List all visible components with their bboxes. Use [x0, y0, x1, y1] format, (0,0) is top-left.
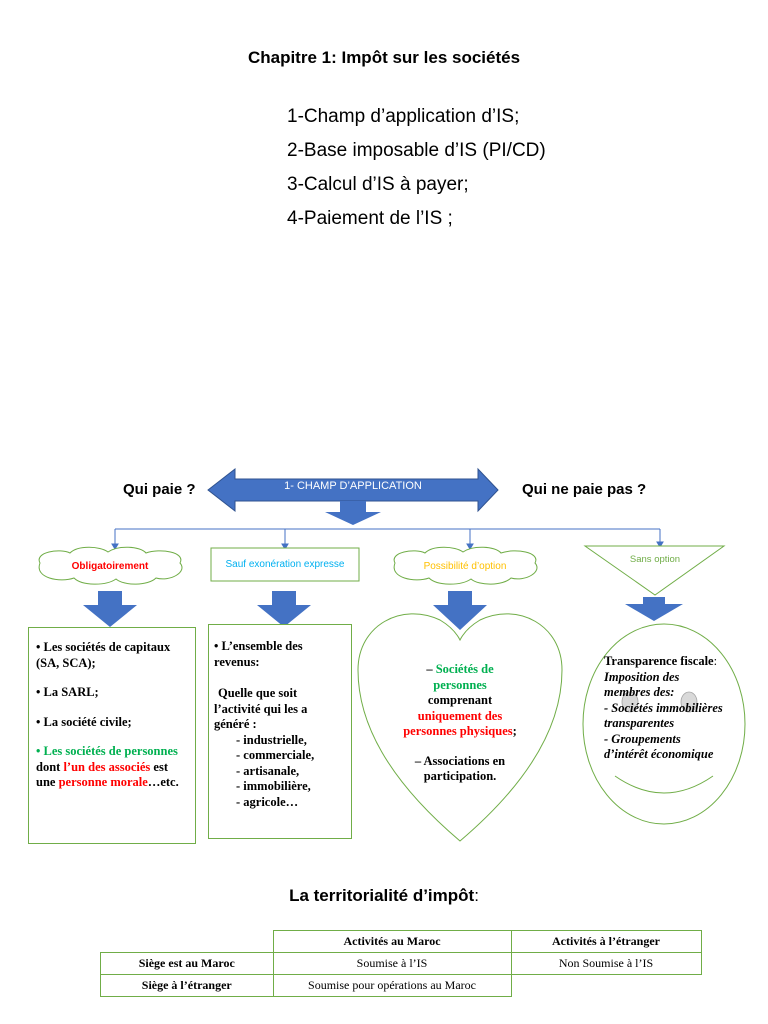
table-header: Activités à l’étranger	[510, 930, 702, 953]
sans-option-content: Transparence fiscale: Imposition des mem…	[604, 654, 724, 763]
exoneration-item: - industrielle,	[236, 732, 307, 747]
territoriality-table: Activités au Maroc Activités à l’étrange…	[100, 930, 702, 997]
table-row: Siège est au Maroc Soumise à l’IS Non So…	[100, 952, 702, 975]
category-option: Possibilité d’option	[423, 561, 507, 572]
option-physiques: uniquement des personnes physiques;	[400, 709, 520, 740]
center-arrow-label: 1- CHAMP D’APPLICATION	[284, 480, 422, 492]
territoriality-title-text: La territorialité d’impôt	[289, 886, 475, 905]
table-row-label: Siège est au Maroc	[100, 952, 274, 975]
table-corner	[101, 931, 274, 953]
table-cell: Soumise pour opérations au Maroc	[272, 974, 512, 997]
table-cell-empty	[511, 975, 701, 997]
cloud-shape-obligatoirement	[38, 546, 183, 585]
table-header-row: Activités au Maroc Activités à l’étrange…	[101, 930, 702, 953]
sans-option-sci: - Sociétés immobilières transparentes	[604, 700, 723, 731]
exoneration-item: - agricole…	[236, 794, 299, 809]
connector-lines	[111, 528, 664, 550]
text-red: uniquement des personnes physiques	[403, 708, 513, 739]
outline-item: 2-Base imposable d’IS (PI/CD)	[287, 140, 546, 161]
triangle-shape-sans-option	[583, 545, 726, 596]
sans-option-imposition: Imposition des membres des:	[604, 669, 680, 700]
down-arrow-2	[257, 591, 311, 627]
exoneration-list: - industrielle, - commerciale, - artisan…	[214, 733, 345, 811]
down-arrow-1	[83, 591, 137, 627]
obligatoire-item-personnes: • Les sociétés de personnes dont l’un de…	[36, 744, 189, 791]
right-question: Qui ne paie pas ?	[522, 481, 647, 498]
sans-option-gie: - Groupements d’intérêt économique	[604, 731, 714, 762]
text-end: …etc.	[147, 775, 179, 789]
option-item-societes: – Sociétés de personnes	[400, 662, 520, 693]
territoriality-colon: :	[474, 886, 479, 905]
text-transparence: Transparence fiscale	[604, 654, 714, 668]
smiley-circle-shape	[582, 623, 746, 825]
outline-item: 4-Paiement de l’IS ;	[287, 208, 453, 229]
colon: :	[713, 654, 718, 668]
chapter-outline: 1-Champ d’application d’IS; 2-Base impos…	[287, 100, 546, 236]
down-arrow-3	[433, 591, 487, 630]
table-row: Siège à l’étranger Soumise pour opératio…	[100, 974, 702, 997]
cloud-shape-option	[393, 546, 538, 585]
obligatoire-item-civile: • La société civile;	[36, 714, 132, 729]
down-arrow-4	[625, 597, 683, 621]
exoneration-intro: • L’ensemble des revenus:	[214, 639, 303, 669]
text-green: Les sociétés de personnes	[43, 744, 178, 758]
exoneration-item: - artisanale,	[236, 763, 300, 778]
text-green: Sociétés de personnes	[433, 662, 494, 692]
obligatoire-box: • Les sociétés de capitaux (SA, SCA); • …	[28, 627, 196, 844]
option-content: – Sociétés de personnes comprenant uniqu…	[400, 662, 520, 785]
text-red: l’un des associés	[63, 759, 151, 774]
double-arrow-shape	[207, 467, 499, 513]
exoneration-box: • L’ensemble des revenus: Quelle que soi…	[208, 624, 352, 839]
table-header: Activités au Maroc	[272, 930, 512, 953]
table-row-label: Siège à l’étranger	[100, 974, 274, 997]
option-comprenant: comprenant	[427, 693, 493, 707]
chapter-title: Chapitre 1: Impôt sur les sociétés	[247, 48, 521, 67]
exoneration-item: - immobilière,	[236, 779, 311, 793]
smiley-eye-left	[621, 691, 639, 713]
category-obligatoirement: Obligatoirement	[71, 561, 149, 572]
table-cell: Non Soumise à l’IS	[510, 952, 702, 975]
obligatoire-item-capitaux: • Les sociétés de capitaux (SA, SCA);	[36, 640, 171, 670]
exoneration-item: - commerciale,	[236, 748, 315, 762]
category-sans-option: Sans option	[629, 554, 681, 565]
obligatoire-item-sarl: • La SARL;	[36, 685, 99, 699]
territoriality-title: La territorialité d’impôt:	[0, 886, 768, 906]
text-dont: dont	[36, 759, 64, 774]
option-item-associations: – Associations en participation.	[414, 753, 506, 784]
outline-item: 1-Champ d’application d’IS;	[287, 106, 520, 127]
sans-option-transparence: Transparence fiscale:	[604, 654, 724, 670]
exoneration-condition: Quelle que soit l’activité qui les a gén…	[214, 686, 308, 731]
bullet: •	[36, 744, 44, 758]
center-down-arrow	[325, 501, 381, 525]
category-exoneration: Sauf exonération expresse	[225, 559, 345, 570]
smiley-mouth	[614, 775, 714, 794]
box-shape-exoneration	[210, 547, 360, 582]
outline-item: 3-Calcul d’IS à payer;	[287, 174, 469, 195]
smiley-eye-right	[680, 691, 698, 713]
left-question: Qui paie ?	[123, 481, 196, 498]
table-cell: Soumise à l’IS	[272, 952, 512, 975]
heart-shape	[357, 613, 563, 842]
dash: –	[426, 662, 436, 676]
text-red-2: personne morale	[58, 775, 148, 789]
text-mid: est une	[36, 759, 168, 790]
semicolon: ;	[512, 724, 517, 738]
